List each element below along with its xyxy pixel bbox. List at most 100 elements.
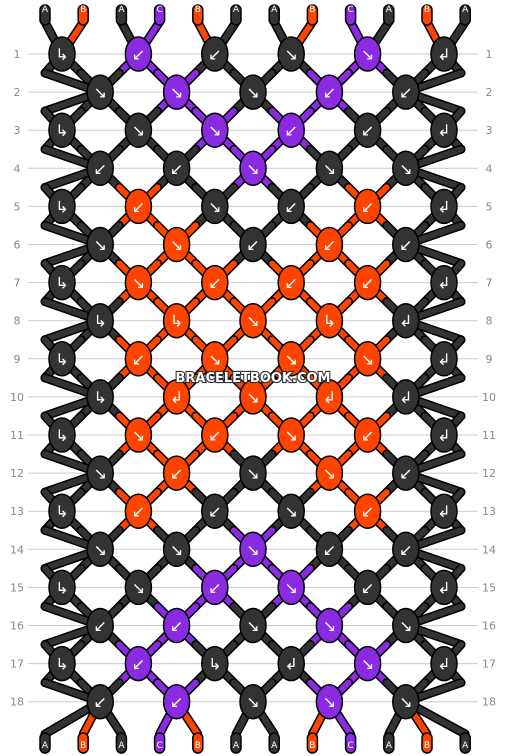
knot-arrow-icon: ↘: [93, 464, 106, 483]
knot-arrow-icon: ↙: [361, 578, 374, 597]
knot: ↳: [48, 645, 76, 682]
knot-arrow-icon: ↲: [437, 121, 450, 140]
knot-arrow-icon: ↳: [323, 312, 336, 331]
row-number-right: 8: [486, 315, 493, 328]
string-end-top: [115, 4, 128, 26]
knot-body: [392, 531, 420, 568]
string-letter-bottom: A: [42, 741, 49, 751]
knot-arrow-icon: ↙: [132, 45, 145, 64]
knot-arrow-icon: ↳: [55, 197, 68, 216]
knot: ↙: [353, 264, 382, 301]
knot: ↲: [430, 417, 458, 453]
knot-body: [162, 455, 191, 491]
string-letter-bottom: C: [347, 741, 353, 751]
knot: ↘: [124, 417, 153, 453]
knot-body: [86, 74, 114, 110]
knot-arrow-icon: ↘: [284, 45, 297, 64]
knot-arrow-icon: ↳: [55, 121, 68, 140]
row-number-right: 7: [486, 277, 493, 290]
knot-body: [201, 493, 229, 529]
knot-body: [315, 226, 344, 263]
knot-body: [392, 74, 420, 110]
knot: ↙: [162, 683, 191, 720]
knot-body: [277, 493, 305, 529]
row-number-right: 3: [486, 124, 493, 137]
string-letter-top: B: [195, 5, 201, 15]
knot-arrow-icon: ↙: [93, 159, 106, 178]
row-number-left: 9: [14, 353, 21, 366]
knot-body: [430, 645, 458, 682]
knot-body: [277, 569, 305, 606]
row-number-left: 13: [10, 505, 24, 518]
row-number-right: 18: [482, 696, 496, 709]
knot-arrow-icon: ↙: [399, 464, 412, 483]
knot-arrow-icon: ↙: [323, 83, 336, 102]
knot-body: [239, 150, 267, 187]
string-end-top: [192, 4, 204, 26]
string-end-top: [344, 4, 357, 26]
knot-body: [315, 531, 344, 568]
knot-body: [430, 417, 458, 453]
knot-arrow-icon: ↘: [208, 197, 221, 216]
knot: ↘: [162, 74, 191, 110]
row-number-right: 9: [486, 353, 493, 366]
knot-body: [353, 569, 382, 606]
knot-arrow-icon: ↙: [246, 236, 259, 255]
knot-arrow-icon: ↘: [132, 426, 145, 445]
knot-arrow-icon: ↘: [399, 693, 412, 712]
knot-arrow-icon: ↘: [284, 578, 297, 597]
knot-body: [315, 607, 344, 644]
knot-arrow-icon: ↘: [323, 159, 336, 178]
row-number-right: 17: [482, 658, 496, 671]
knot-arrow-icon: ↘: [246, 617, 259, 636]
knot-body: [124, 569, 153, 606]
knot-body: [124, 36, 153, 72]
knot: ↙: [392, 455, 420, 491]
knot: ↘: [315, 150, 344, 187]
knot-arrow-icon: ↙: [93, 617, 106, 636]
row-number-left: 12: [10, 467, 24, 480]
knot-arrow-icon: ↙: [208, 578, 221, 597]
knot: ↙: [124, 341, 153, 377]
string-letter-top: A: [462, 5, 469, 15]
knot: ↘: [124, 569, 153, 606]
knot-body: [124, 264, 153, 301]
knot-arrow-icon: ↘: [284, 426, 297, 445]
knot-body: [86, 607, 114, 644]
knot-arrow-icon: ↙: [323, 236, 336, 255]
knot: ↘: [239, 74, 267, 110]
string-end-top: [39, 4, 51, 26]
string-end-top: [383, 4, 395, 26]
knot-body: [430, 36, 458, 72]
string-end-bottom: [192, 732, 204, 754]
knot-body: [353, 417, 382, 453]
knot-body: [124, 417, 153, 453]
knot-arrow-icon: ↙: [399, 236, 412, 255]
knot-body: [124, 493, 153, 529]
knot-body: [86, 302, 114, 339]
knot-arrow-icon: ↲: [437, 45, 450, 64]
knot-arrow-icon: ↲: [437, 197, 450, 216]
knot: ↳: [315, 302, 344, 339]
string-letter-top: A: [271, 5, 278, 15]
row-number-left: 7: [14, 277, 21, 290]
knot-arrow-icon: ↲: [437, 578, 450, 597]
knot-body: [315, 455, 344, 491]
knot-arrow-icon: ↙: [284, 121, 297, 140]
knot-body: [48, 36, 76, 72]
string-letter-bottom: A: [462, 741, 469, 751]
knot: ↙: [315, 531, 344, 568]
knot-body: [315, 74, 344, 110]
knot-arrow-icon: ↙: [132, 655, 145, 674]
row-number-right: 14: [482, 543, 496, 556]
row-number-right: 12: [482, 467, 496, 480]
knot: ↙: [277, 188, 305, 225]
knot-arrow-icon: ↘: [323, 693, 336, 712]
knot-arrow-icon: ↙: [208, 274, 221, 293]
knot: ↙: [315, 226, 344, 263]
knot-arrow-icon: ↳: [93, 312, 106, 331]
string-end-bottom: [383, 732, 395, 754]
knot-body: [48, 188, 76, 225]
knot-arrow-icon: ↙: [170, 617, 183, 636]
